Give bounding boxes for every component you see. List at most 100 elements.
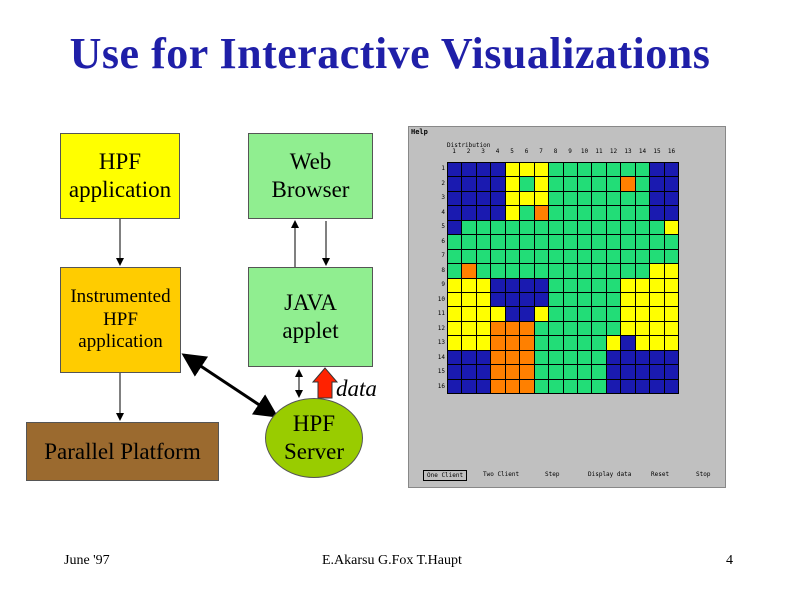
grid-cell bbox=[534, 235, 549, 249]
grid-cell bbox=[462, 278, 476, 292]
grid-cell bbox=[563, 235, 577, 249]
grid-column-label: 13 bbox=[624, 148, 632, 155]
grid-cell bbox=[621, 350, 635, 365]
grid-column-label: 9 bbox=[568, 148, 572, 155]
applet-button[interactable]: Stop bbox=[696, 471, 711, 478]
grid-cell bbox=[635, 220, 650, 235]
grid-cell bbox=[462, 379, 476, 393]
grid-cell bbox=[520, 321, 534, 336]
grid-cell bbox=[520, 163, 534, 177]
grid-cell bbox=[592, 249, 606, 264]
grid-row-label: 12 bbox=[437, 324, 445, 332]
grid-cell bbox=[621, 220, 635, 235]
applet-button[interactable]: One Client bbox=[423, 470, 468, 481]
grid-cell bbox=[577, 235, 592, 249]
grid-cell bbox=[635, 249, 650, 264]
grid-cell bbox=[491, 177, 505, 191]
grid-cell bbox=[505, 365, 520, 379]
grid-cell bbox=[577, 163, 592, 177]
grid-cell bbox=[621, 365, 635, 379]
grid-cell bbox=[635, 177, 650, 191]
grid-row-label: 9 bbox=[441, 281, 445, 288]
grid-cell bbox=[650, 220, 664, 235]
grid-row-label: 10 bbox=[437, 295, 445, 303]
grid-cell bbox=[650, 177, 664, 191]
grid-cell bbox=[476, 307, 491, 321]
footer-date: June '97 bbox=[64, 553, 110, 568]
grid-column-label: 4 bbox=[495, 148, 500, 155]
grid-cell bbox=[505, 191, 520, 206]
applet-menu-help[interactable]: Help bbox=[411, 128, 428, 136]
grid-cell bbox=[664, 321, 678, 336]
grid-cell bbox=[635, 278, 650, 292]
applet-button[interactable]: Step bbox=[545, 471, 560, 478]
parallel-platform-box: Parallel Platform bbox=[26, 422, 219, 481]
grid-cell bbox=[520, 365, 534, 379]
grid-row-label: 14 bbox=[437, 353, 445, 361]
grid-cell bbox=[491, 292, 505, 307]
grid-cell bbox=[549, 191, 563, 206]
grid-cell bbox=[577, 365, 592, 379]
grid-cell bbox=[491, 220, 505, 235]
grid-cell bbox=[462, 177, 476, 191]
grid-cell bbox=[462, 163, 476, 177]
distribution-grid bbox=[447, 162, 679, 394]
grid-cell bbox=[664, 350, 678, 365]
grid-cell bbox=[563, 177, 577, 191]
grid-cell bbox=[635, 206, 650, 220]
grid-cell bbox=[476, 278, 491, 292]
grid-cell bbox=[664, 365, 678, 379]
grid-cell bbox=[505, 177, 520, 191]
grid-cell bbox=[448, 365, 462, 379]
grid-cell bbox=[491, 336, 505, 350]
grid-cell bbox=[664, 163, 678, 177]
grid-row-label: 15 bbox=[437, 368, 445, 375]
grid-cell bbox=[520, 278, 534, 292]
grid-cell bbox=[577, 220, 592, 235]
grid-cell bbox=[592, 206, 606, 220]
grid-cell bbox=[592, 278, 606, 292]
grid-cell bbox=[650, 249, 664, 264]
applet-button[interactable]: Two Client bbox=[483, 471, 520, 478]
grid-cell bbox=[577, 350, 592, 365]
grid-cell bbox=[448, 292, 462, 307]
grid-cell bbox=[462, 307, 476, 321]
grid-cell bbox=[635, 350, 650, 365]
grid-cell bbox=[664, 206, 678, 220]
grid-cell bbox=[650, 264, 664, 278]
grid-row-label: 6 bbox=[441, 237, 445, 245]
applet-button[interactable]: Reset bbox=[651, 471, 670, 478]
grid-cell bbox=[448, 249, 462, 264]
grid-cell bbox=[563, 264, 577, 278]
grid-row-label: 2 bbox=[441, 179, 445, 187]
grid-cell bbox=[505, 206, 520, 220]
grid-cell bbox=[505, 278, 520, 292]
grid-cell bbox=[563, 249, 577, 264]
grid-cell bbox=[577, 249, 592, 264]
applet-button[interactable]: Display data bbox=[588, 471, 632, 478]
grid-cell bbox=[534, 350, 549, 365]
grid-cell bbox=[592, 264, 606, 278]
grid-cell bbox=[462, 321, 476, 336]
grid-cell bbox=[563, 379, 577, 393]
grid-cell bbox=[621, 307, 635, 321]
grid-cell bbox=[476, 191, 491, 206]
grid-cell bbox=[635, 235, 650, 249]
grid-cell bbox=[650, 307, 664, 321]
grid-cell bbox=[664, 336, 678, 350]
grid-cell bbox=[592, 307, 606, 321]
grid-cell bbox=[621, 321, 635, 336]
grid-cell bbox=[635, 307, 650, 321]
grid-cell bbox=[520, 350, 534, 365]
grid-cell bbox=[592, 163, 606, 177]
arrow-instrumented-server bbox=[181, 353, 279, 418]
grid-cell bbox=[577, 177, 592, 191]
grid-cell bbox=[491, 264, 505, 278]
grid-cell bbox=[476, 292, 491, 307]
grid-cell bbox=[606, 177, 621, 191]
grid-cell bbox=[476, 163, 491, 177]
grid-cell bbox=[476, 206, 491, 220]
grid-cell bbox=[534, 191, 549, 206]
